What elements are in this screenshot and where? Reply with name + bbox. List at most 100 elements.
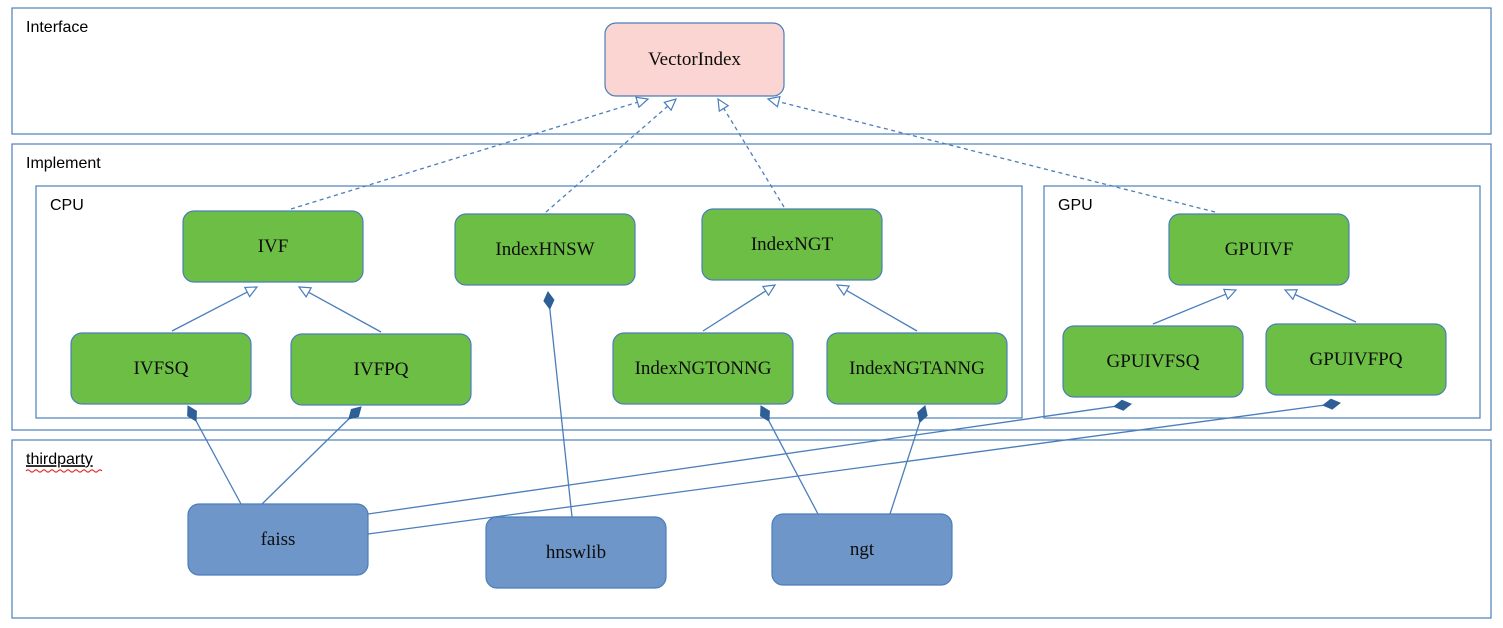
node-gpuivf[interactable]: GPUIVF <box>1168 213 1350 286</box>
inheritance-arrowhead-icon <box>297 286 313 298</box>
node-label-ivfsq: IVFSQ <box>134 358 189 379</box>
node-box-ivfpq[interactable] <box>290 333 472 406</box>
group-label-interface: Interface <box>26 19 88 36</box>
inheritance-arrowhead-icon <box>243 286 259 298</box>
node-label-gpuivf: GPUIVF <box>1225 239 1294 260</box>
node-hnswlib[interactable]: hnswlib <box>485 516 667 589</box>
inheritance-arrowhead-icon <box>635 96 650 109</box>
group-label-thirdparty: thirdparty <box>26 451 93 468</box>
edge-ivfpq-ext-ivf <box>297 286 382 333</box>
edge-line <box>549 308 573 518</box>
spellcheck-underline-icon <box>25 469 103 473</box>
node-label-ivfpq: IVFPQ <box>354 359 409 380</box>
node-gpuivfpq[interactable]: GPUIVFPQ <box>1265 323 1447 396</box>
edge-ngt-comp-indexngtanng <box>889 405 928 515</box>
edge-line <box>846 289 918 332</box>
node-label-faiss: faiss <box>261 529 296 550</box>
edge-line <box>171 291 248 332</box>
node-box-ivf[interactable] <box>182 210 364 283</box>
composition-diamond-icon <box>760 405 770 422</box>
edge-line <box>367 405 1115 515</box>
edge-line <box>1152 293 1227 325</box>
edge-faiss-comp-gpuivfpq <box>367 398 1341 535</box>
edge-ngtonng-ext-ngt <box>702 284 777 332</box>
connectors-layer <box>171 95 1357 535</box>
inheritance-arrowhead-icon <box>663 98 678 112</box>
node-label-vectorindex: VectorIndex <box>648 49 741 70</box>
node-box-ngt[interactable] <box>771 513 953 586</box>
node-faiss[interactable]: faiss <box>187 503 369 576</box>
node-label-ngt: ngt <box>850 539 875 560</box>
node-indexngtanng[interactable]: IndexNGTANNG <box>826 332 1008 405</box>
node-box-indexngtanng[interactable] <box>826 332 1008 405</box>
node-indexngtonng[interactable]: IndexNGTONNG <box>612 332 794 405</box>
node-indexngt[interactable]: IndexNGT <box>701 208 883 281</box>
node-gpuivfsq[interactable]: GPUIVFSQ <box>1062 325 1244 398</box>
edge-line <box>889 421 921 515</box>
node-ivfsq[interactable]: IVFSQ <box>70 332 252 405</box>
composition-diamond-icon <box>543 291 555 310</box>
node-label-hnswlib: hnswlib <box>546 542 606 563</box>
node-label-indexhnsw: IndexHNSW <box>495 239 594 260</box>
node-box-faiss[interactable] <box>187 503 369 576</box>
inheritance-arrowhead-icon <box>761 284 777 297</box>
inheritance-arrowhead-icon <box>766 95 781 108</box>
node-box-vectorindex[interactable] <box>604 22 785 97</box>
node-label-gpuivfsq: GPUIVFSQ <box>1107 351 1200 372</box>
composition-diamond-icon <box>348 406 362 420</box>
node-ivf[interactable]: IVF <box>182 210 364 283</box>
composition-diamond-icon <box>1113 399 1132 411</box>
node-box-indexhnsw[interactable] <box>454 213 636 286</box>
node-ivfpq[interactable]: IVFPQ <box>290 333 472 406</box>
node-box-indexngtonng[interactable] <box>612 332 794 405</box>
inheritance-arrowhead-icon <box>1222 288 1238 301</box>
edge-line <box>778 101 1216 213</box>
node-label-indexngtonng: IndexNGTONNG <box>635 358 772 379</box>
edge-line <box>367 404 1324 535</box>
node-indexhnsw[interactable]: IndexHNSW <box>454 213 636 286</box>
node-label-gpuivfpq: GPUIVFPQ <box>1310 349 1403 370</box>
node-box-gpuivfpq[interactable] <box>1265 323 1447 396</box>
edge-gpuivfsq-ext-gpuivf <box>1152 288 1238 325</box>
composition-diamond-icon <box>187 405 197 422</box>
edge-line <box>702 290 767 332</box>
node-vectorindex[interactable]: VectorIndex <box>604 22 785 97</box>
group-label-implement: Implement <box>26 155 101 172</box>
edge-gpuivf-impl-vectorindex <box>766 95 1216 213</box>
edge-line <box>261 418 350 505</box>
inheritance-arrowhead-icon <box>1283 289 1299 301</box>
edge-line <box>308 291 382 333</box>
node-box-ivfsq[interactable] <box>70 332 252 405</box>
inheritance-arrowhead-icon <box>717 97 730 113</box>
edge-gpuivfpq-ext-gpuivf <box>1283 289 1357 323</box>
composition-diamond-icon <box>1322 398 1341 410</box>
edge-faiss-comp-ivfsq <box>187 405 242 505</box>
edge-ivfsq-ext-ivf <box>171 286 259 332</box>
inheritance-arrowhead-icon <box>835 284 851 297</box>
edge-line <box>290 101 638 210</box>
edge-ngt-comp-indexngtonng <box>760 405 819 515</box>
node-ngt[interactable]: ngt <box>771 513 953 586</box>
node-box-gpuivfsq[interactable] <box>1062 325 1244 398</box>
edge-line <box>1294 293 1357 323</box>
group-label-cpu: CPU <box>50 197 84 214</box>
edge-ngtanng-ext-ngt <box>835 284 918 332</box>
edge-line <box>768 420 819 515</box>
edge-ngt-impl-vectorindex <box>717 97 785 208</box>
edge-ivf-impl-vectorindex <box>290 96 650 210</box>
node-label-indexngt: IndexNGT <box>751 234 834 255</box>
edge-hnsw-impl-vectorindex <box>545 98 678 213</box>
node-box-hnswlib[interactable] <box>485 516 667 589</box>
edge-line <box>195 420 242 505</box>
edge-faiss-comp-ivfpq <box>261 406 362 505</box>
edge-faiss-comp-gpuivfsq <box>367 399 1132 515</box>
node-box-indexngt[interactable] <box>701 208 883 281</box>
edge-hnswlib-comp-indexhnsw <box>543 291 573 518</box>
node-box-gpuivf[interactable] <box>1168 213 1350 286</box>
node-label-ivf: IVF <box>258 236 289 257</box>
composition-diamond-icon <box>917 405 928 424</box>
node-label-indexngtanng: IndexNGTANNG <box>849 358 985 379</box>
